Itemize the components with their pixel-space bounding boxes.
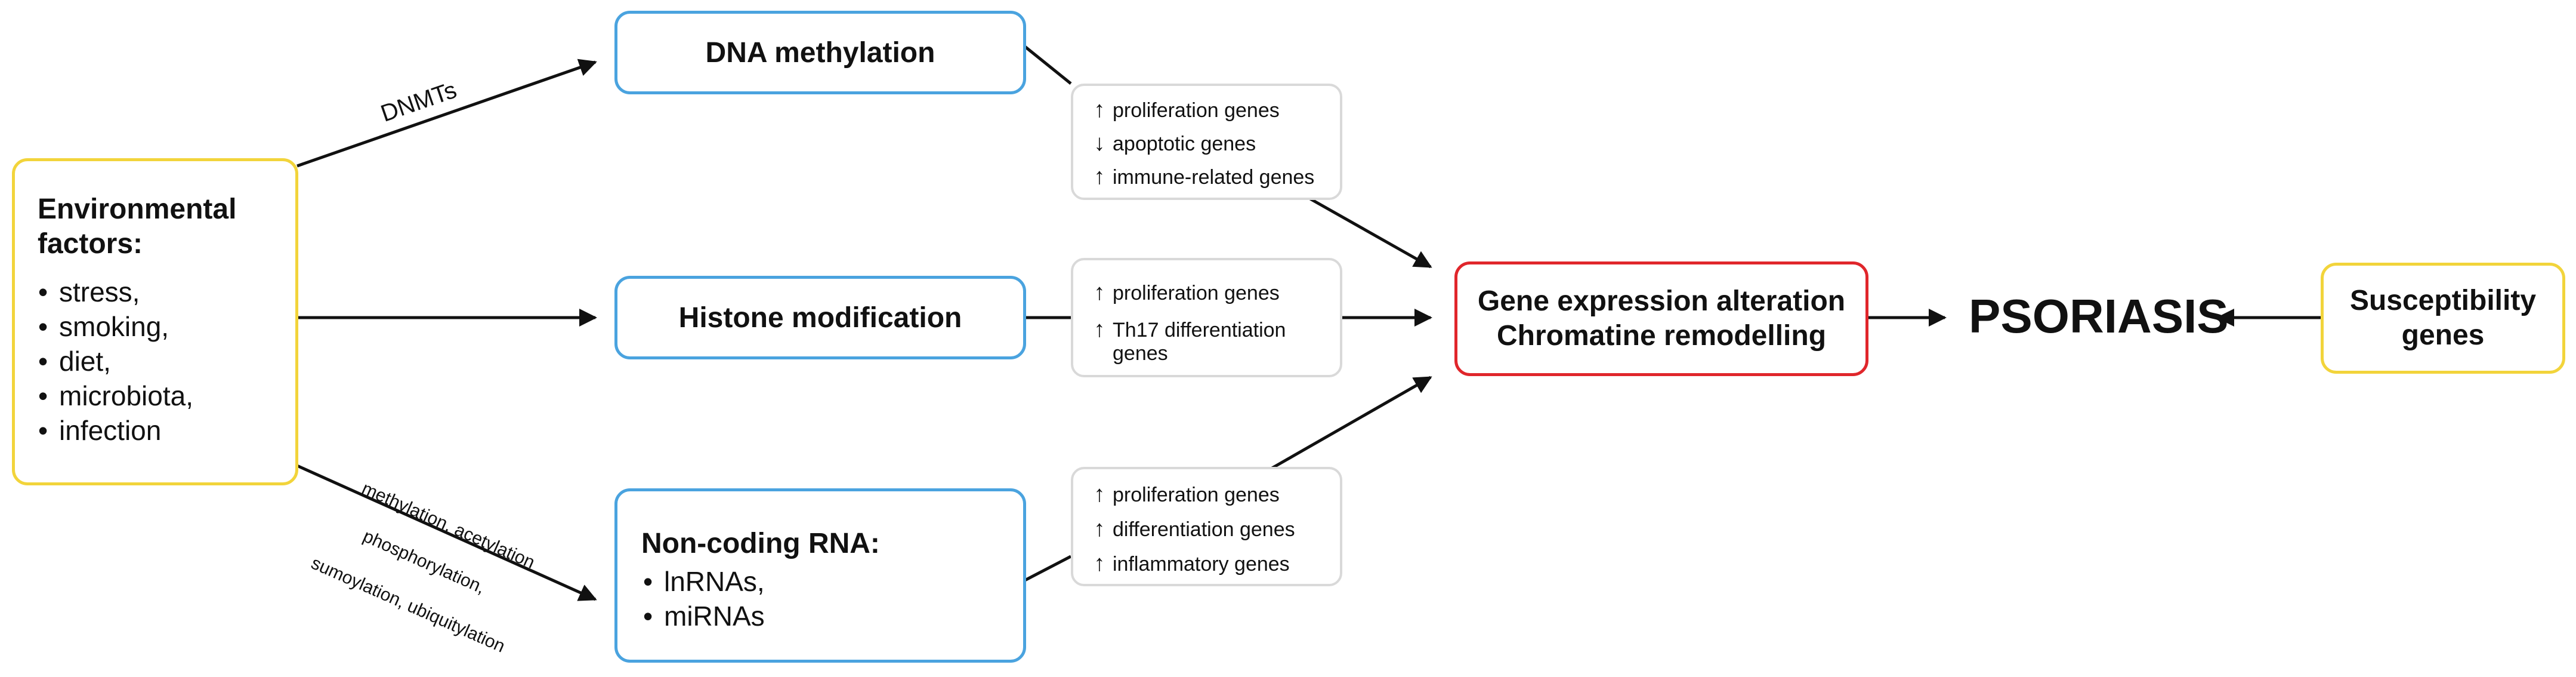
line-ncrna-to-effects <box>1024 555 1072 582</box>
arrow-dna-effects-to-gene <box>1301 192 1432 269</box>
list-item: •infection <box>38 415 162 446</box>
effect-line-continuation: genes <box>1113 342 1168 365</box>
list-item: •miRNAs <box>643 601 765 632</box>
up-arrow-icon: ↑ <box>1094 317 1105 342</box>
susceptibility-line1: Susceptibility <box>2349 285 2537 316</box>
gene-expression-box: Gene expression alteration Chromatine re… <box>1454 261 1868 376</box>
effect-line: ↑Th17 differentiation <box>1086 318 1286 342</box>
list-item: •diet, <box>38 346 111 377</box>
list-item: •lnRNAs, <box>643 566 765 597</box>
up-arrow-icon: ↑ <box>1094 551 1105 576</box>
list-item: •smoking, <box>38 311 169 342</box>
environmental-factors-list: •stress, •smoking, •diet, •microbiota, •… <box>27 275 193 448</box>
dna-methylation-box: DNA methylation <box>614 11 1026 94</box>
effect-line: ↑immune-related genes <box>1086 164 1315 189</box>
down-arrow-icon: ↓ <box>1094 131 1105 156</box>
noncoding-rna-title: Non-coding RNA: <box>641 528 880 559</box>
up-arrow-icon: ↑ <box>1094 164 1105 189</box>
noncoding-rna-list: •lnRNAs, •miRNAs <box>632 564 765 633</box>
histone-effects-box: ↑proliferation genes ↑Th17 differentiati… <box>1071 258 1342 377</box>
effect-line: ↑inflammatory genes <box>1086 552 1290 576</box>
line-dna-to-effects <box>1024 45 1072 85</box>
up-arrow-icon: ↑ <box>1094 516 1105 541</box>
susceptibility-line2: genes <box>2401 319 2485 351</box>
noncoding-rna-box: Non-coding RNA: •lnRNAs, •miRNAs <box>614 488 1026 663</box>
dna-effects-box: ↑proliferation genes ↓apoptotic genes ↑i… <box>1071 84 1342 200</box>
environmental-title-line1: Environmental <box>38 193 237 225</box>
environmental-factors-title: Environmental factors: <box>38 192 236 261</box>
effect-line: ↑proliferation genes <box>1086 482 1280 507</box>
gene-expression-line1: Gene expression alteration <box>1477 285 1846 317</box>
arrow-env-to-dna <box>296 59 597 168</box>
gene-expression-line2: Chromatine remodelling <box>1496 320 1827 352</box>
up-arrow-icon: ↑ <box>1094 97 1105 122</box>
up-arrow-icon: ↑ <box>1094 280 1105 305</box>
list-item: •stress, <box>38 276 140 307</box>
environmental-title-line2: factors: <box>38 228 143 260</box>
environmental-factors-box: Environmental factors: •stress, •smoking… <box>12 158 298 485</box>
effect-line: ↓apoptotic genes <box>1086 131 1256 156</box>
psoriasis-label: PSORIASIS <box>1969 290 2229 343</box>
effect-line: ↑differentiation genes <box>1086 517 1295 541</box>
ncrna-effects-box: ↑proliferation genes ↑differentiation ge… <box>1071 467 1342 586</box>
dna-methylation-title: DNA methylation <box>705 36 935 69</box>
arrow-env-to-ncrna <box>296 464 597 601</box>
arrow-ncrna-effects-to-gene <box>1268 376 1432 472</box>
effect-line: ↑proliferation genes <box>1086 281 1280 305</box>
histone-modification-box: Histone modification <box>614 276 1026 359</box>
list-item: •microbiota, <box>38 380 193 411</box>
histone-modification-title: Histone modification <box>678 301 962 334</box>
effect-line: ↑proliferation genes <box>1086 98 1280 122</box>
up-arrow-icon: ↑ <box>1094 482 1105 507</box>
susceptibility-genes-box: Susceptibility genes <box>2321 263 2565 374</box>
